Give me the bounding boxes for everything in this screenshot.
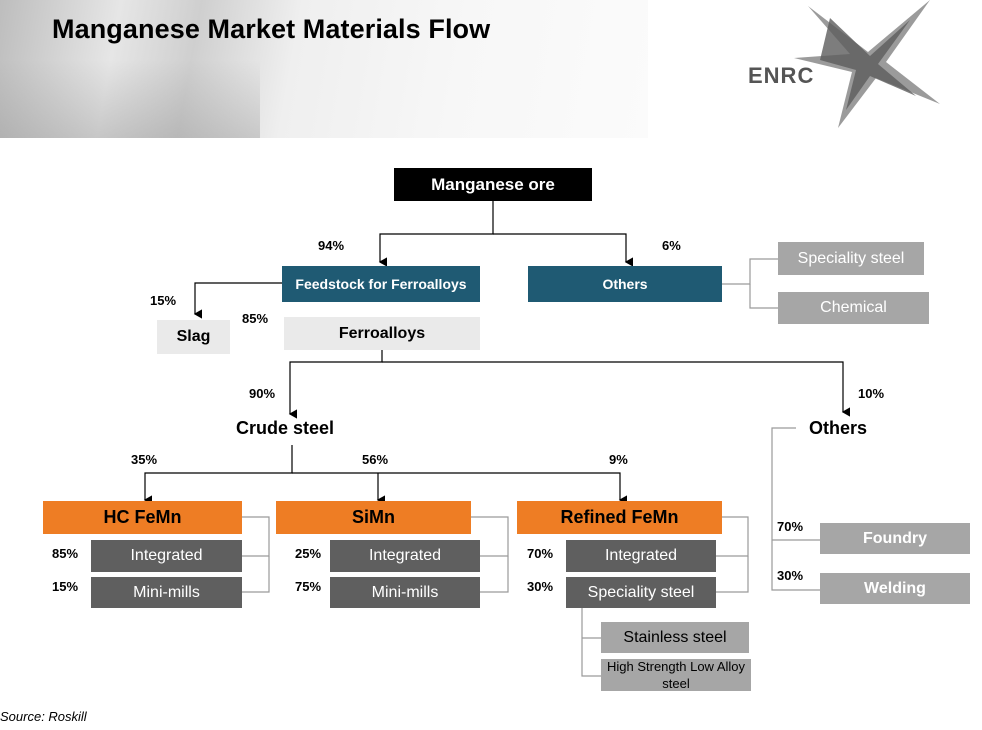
pct-to-hc-femn: 35% <box>131 452 158 467</box>
source-note: Source: Roskill <box>0 709 87 724</box>
foundry-node: Foundry <box>820 523 970 554</box>
ferroalloys-node: Ferroalloys <box>284 317 480 350</box>
pct-ore-to-others: 6% <box>662 238 681 253</box>
hc-femn-node: HC FeMn <box>43 501 242 534</box>
banner-shade <box>0 60 260 138</box>
pct-to-simn: 56% <box>362 452 389 467</box>
feedstock-node: Feedstock for Ferroalloys <box>282 266 480 302</box>
pct-ore-to-feedstock: 94% <box>318 238 345 253</box>
others-mid-node: Others <box>809 418 868 438</box>
ref-speciality-node: Speciality steel <box>566 577 716 608</box>
slag-node: Slag <box>157 320 230 354</box>
hsla-steel-node: High Strength Low Alloy steel <box>601 659 751 691</box>
enrc-star-icon <box>794 0 940 128</box>
pct-simn-integrated: 25% <box>295 546 322 561</box>
pct-to-others-mid: 10% <box>858 386 885 401</box>
enrc-logo: ENRC <box>748 63 815 88</box>
header-banner <box>0 0 648 138</box>
chemical-node: Chemical <box>778 292 929 324</box>
pct-hc-integrated: 85% <box>52 546 79 561</box>
pct-ref-speciality: 30% <box>527 579 554 594</box>
hc-minimills-node: Mini-mills <box>91 577 242 608</box>
pct-ref-integrated: 70% <box>527 546 554 561</box>
ref-integrated-node: Integrated <box>566 540 716 572</box>
stainless-steel-node: Stainless steel <box>601 622 749 653</box>
pct-to-slag: 15% <box>150 293 177 308</box>
crude-steel-node: Crude steel <box>236 418 335 438</box>
pct-welding: 30% <box>777 568 804 583</box>
refined-femn-node: Refined FeMn <box>517 501 722 534</box>
simn-minimills-node: Mini-mills <box>330 577 480 608</box>
pct-to-ferroalloys: 85% <box>242 311 269 326</box>
others-top-node: Others <box>528 266 722 302</box>
pct-to-refined: 9% <box>609 452 628 467</box>
hc-integrated-node: Integrated <box>91 540 242 572</box>
simn-integrated-node: Integrated <box>330 540 480 572</box>
pct-hc-minimills: 15% <box>52 579 79 594</box>
pct-to-crude-steel: 90% <box>249 386 276 401</box>
pct-simn-minimills: 75% <box>295 579 322 594</box>
simn-node: SiMn <box>276 501 471 534</box>
pct-foundry: 70% <box>777 519 804 534</box>
speciality-steel-top-node: Speciality steel <box>778 242 924 275</box>
page-title: Manganese Market Materials Flow <box>52 14 491 44</box>
welding-node: Welding <box>820 573 970 604</box>
manganese-ore-node: Manganese ore <box>394 168 592 201</box>
